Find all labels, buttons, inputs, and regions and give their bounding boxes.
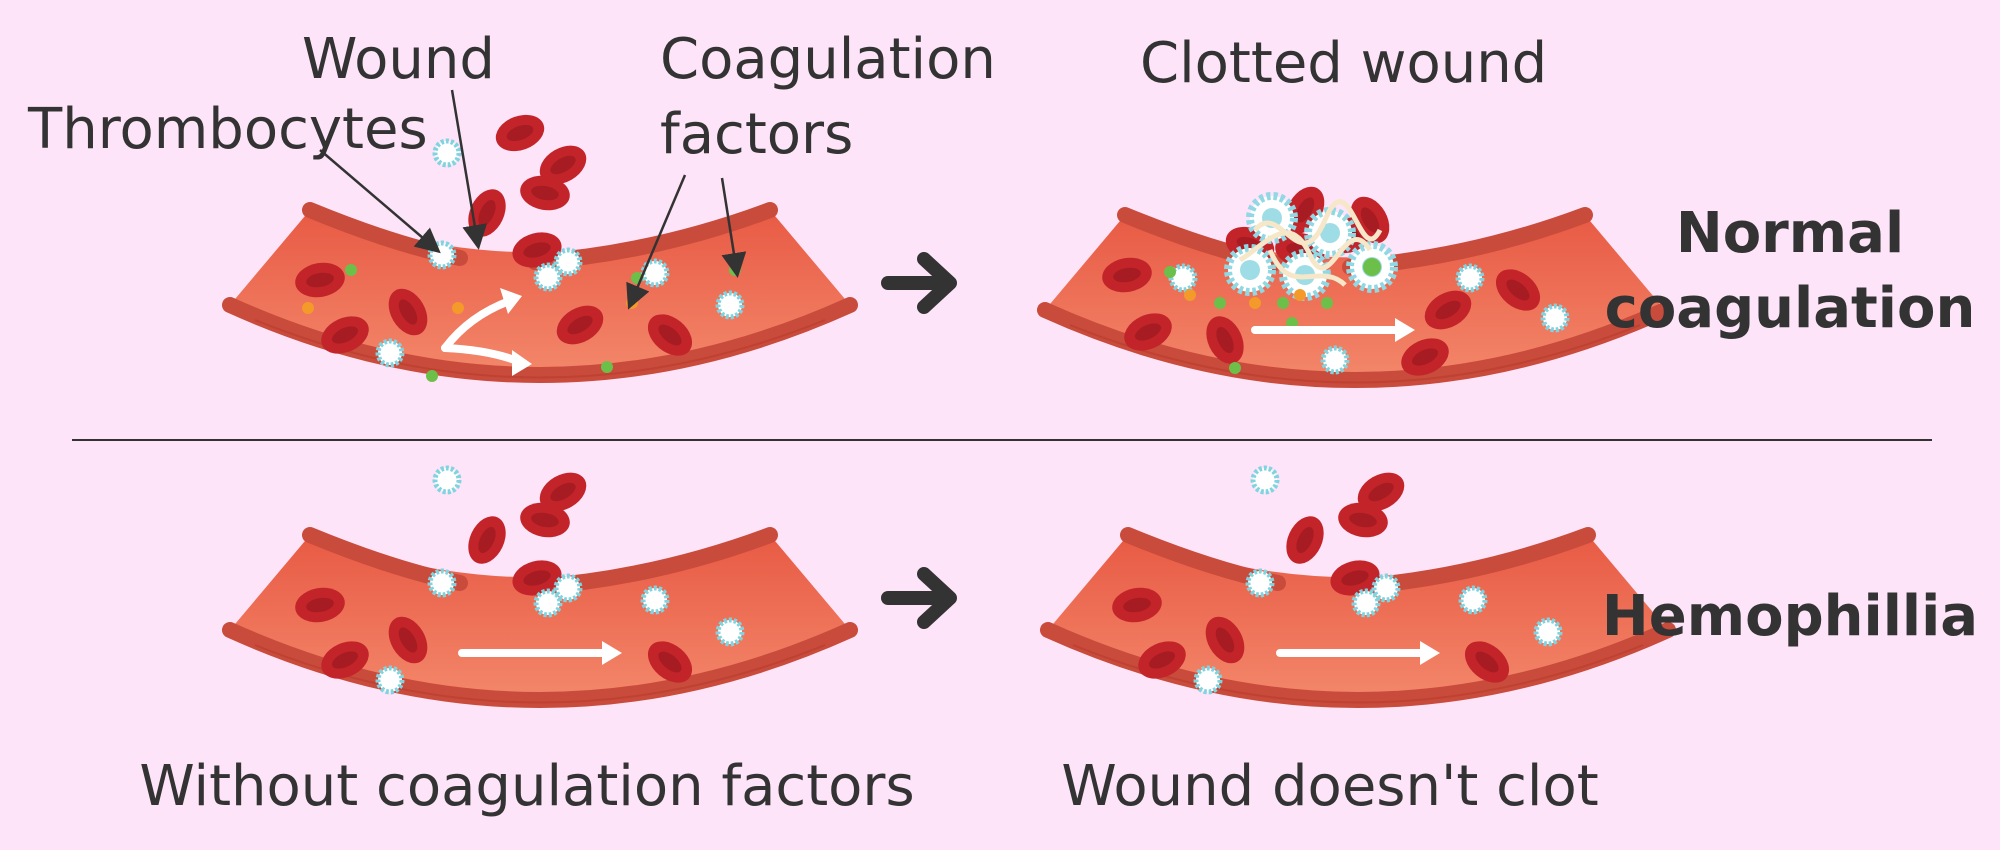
normal-coagulation-label-line2: coagulation (1605, 276, 1976, 341)
clotted-wound-label: Clotted wound (1140, 31, 1547, 96)
transition-arrow-bottom (888, 574, 950, 622)
hemophilia-label: Hemophillia (1602, 584, 1978, 649)
coagulation-factors-label-line1: Coagulation (660, 27, 996, 92)
vessel-clotted (1045, 179, 1665, 383)
transition-arrow-top (888, 259, 950, 307)
vessel-no-factors (230, 464, 850, 703)
wound-doesnt-clot-label: Wound doesn't clot (1061, 754, 1598, 819)
wound-label: Wound (302, 27, 495, 92)
vessel-no-clot (1048, 464, 1668, 703)
label-pointers (319, 89, 747, 310)
thrombocytes-label: Thrombocytes (27, 97, 428, 162)
without-coagulation-factors-label: Without coagulation factors (139, 754, 914, 819)
normal-coagulation-label-line1: Normal (1676, 201, 1904, 266)
coagulation-factors-label-line2: factors (660, 102, 853, 167)
